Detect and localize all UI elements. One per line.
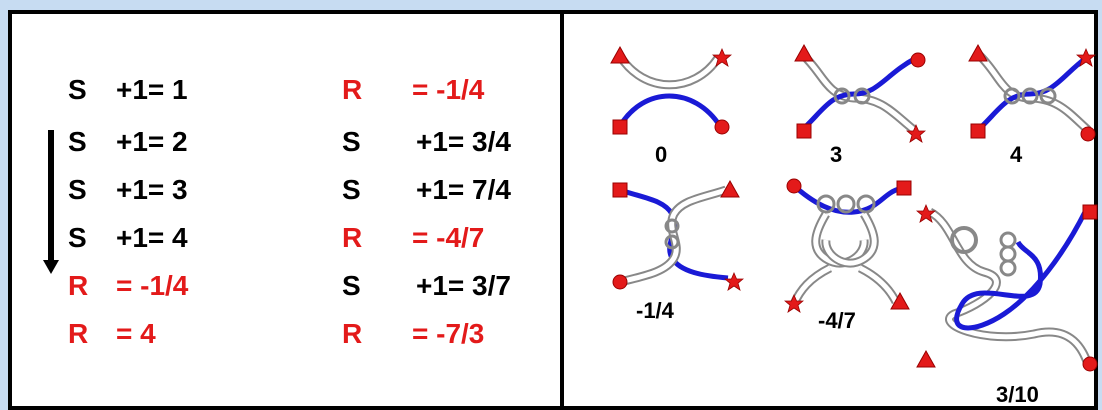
tangle-diagrams: 0 3 4 xyxy=(610,44,1098,406)
right-op-4: R xyxy=(342,222,363,253)
right-expr-6: = -7/3 xyxy=(412,318,485,349)
circle-icon xyxy=(714,119,730,135)
tangle-4: 4 xyxy=(968,44,1096,167)
triangle-icon xyxy=(610,46,630,64)
right-expr-2: +1= 3/4 xyxy=(416,126,511,157)
tangle-label-4: 4 xyxy=(1010,142,1023,167)
left-op-1: S xyxy=(68,74,87,105)
right-op-5: S xyxy=(342,270,361,301)
left-expr-2: +1= 2 xyxy=(116,126,188,157)
left-op-5: R xyxy=(68,270,89,301)
left-expr-4: +1= 4 xyxy=(116,222,188,253)
figure-frame: S +1= 1 S +1= 2 S +1= 3 S +1= 4 R = -1/4… xyxy=(8,10,1098,410)
down-arrow-icon xyxy=(48,130,54,260)
down-arrow-head-icon xyxy=(43,260,59,274)
left-op-3: S xyxy=(68,174,87,205)
left-expr-3: +1= 3 xyxy=(116,174,188,205)
right-expr-5: +1= 3/7 xyxy=(416,270,511,301)
right-op-3: S xyxy=(342,174,361,205)
left-op-6: R xyxy=(68,318,89,349)
tangle-3-10: 3/10 xyxy=(916,204,1098,406)
tangle-label-neg-4-7: -4/7 xyxy=(818,308,856,333)
right-op-6: R xyxy=(342,318,363,349)
tangle-0: 0 xyxy=(610,46,732,167)
tangle-3: 3 xyxy=(794,44,926,167)
left-op-2: S xyxy=(68,126,87,157)
tangle-label-3-10: 3/10 xyxy=(996,382,1039,406)
tangle-label-0: 0 xyxy=(655,142,667,167)
right-expr-3: +1= 7/4 xyxy=(416,174,511,205)
tangle-label-3: 3 xyxy=(830,142,842,167)
tangle-neg-1-4: -1/4 xyxy=(612,180,744,323)
left-op-4: S xyxy=(68,222,87,253)
left-expr-1: +1= 1 xyxy=(116,74,188,105)
left-expr-5: = -1/4 xyxy=(116,270,189,301)
right-op-2: S xyxy=(342,126,361,157)
panel-divider xyxy=(560,14,564,406)
square-icon xyxy=(612,119,628,135)
tangle-label-neg-1-4: -1/4 xyxy=(636,298,675,323)
left-expr-6: = 4 xyxy=(116,318,156,349)
right-op-1: R xyxy=(342,74,363,105)
right-expr-1: = -1/4 xyxy=(412,74,485,105)
right-expr-4: = -4/7 xyxy=(412,222,485,253)
tangle-neg-4-7: -4/7 xyxy=(784,178,912,333)
